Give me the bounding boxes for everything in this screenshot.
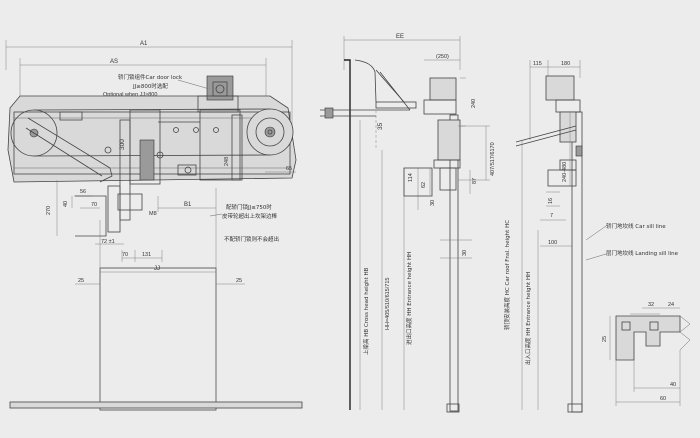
- dim-ee: EE: [396, 34, 404, 40]
- dim-32: 32: [648, 302, 654, 308]
- dim-407: 407/517/6170: [490, 142, 496, 176]
- dim-as: AS: [110, 59, 118, 65]
- dim-240-480: 240-480: [562, 162, 568, 182]
- side-view: EE (250) 240 35 上梁高 HB Cross head height…: [320, 34, 496, 413]
- dim-248: 248: [224, 157, 230, 166]
- dim-72: 72 ±1: [101, 239, 115, 245]
- dim-40: 40: [63, 201, 69, 207]
- entrance-label: 进出口高度 HH Entrance height HH: [405, 252, 413, 345]
- hh-values: HH=405/510/615/715: [385, 278, 391, 330]
- dim-25-profile: 25: [602, 336, 608, 342]
- dim-jj: JJ: [154, 266, 160, 272]
- jj-note-3: 不配轿门锁则不会超出: [224, 235, 279, 243]
- hb-label: 上梁高 HB Cross head height HB: [362, 267, 370, 355]
- jj-note-2: 皮带轮超出上坎架边棒: [222, 212, 278, 220]
- dim-270: 270: [46, 206, 52, 215]
- dim-62: 62: [421, 182, 427, 188]
- dim-a1: A1: [140, 41, 148, 47]
- car-door-lock-label: 轿门锁组件Car door lock: [118, 73, 183, 81]
- jj-option-label: JJ≥800时选配: [132, 82, 168, 90]
- dim-115: 115: [533, 61, 542, 67]
- dim-56: 56: [80, 189, 86, 195]
- dim-100: 100: [548, 240, 557, 246]
- jj-note-1: 配轿门锁JJ≤750时: [226, 203, 272, 211]
- dim-m8: M8: [149, 211, 157, 217]
- optional-label: Optional when JJ≥800: [103, 92, 157, 98]
- dim-70-left: 70: [91, 202, 97, 208]
- dim-25-right: 25: [236, 278, 242, 284]
- dim-60-profile: 60: [660, 396, 666, 402]
- front-view: A1 AS 轿门锁组件Car door lock JJ≥800时选配 Optio…: [5, 40, 303, 411]
- landing-sill-line-label: 层门地坎线 Landing sill line: [606, 249, 679, 257]
- dim-131: 131: [142, 252, 151, 258]
- dim-114: 114: [408, 173, 414, 182]
- dim-87: 87: [472, 178, 478, 184]
- dim-300: 300: [119, 139, 126, 150]
- profile-view: 32 24 25 40 60: [602, 302, 691, 406]
- car-sill-line-label: 轿门地坎线 Car sill line: [606, 222, 666, 230]
- dim-180: 180: [561, 61, 570, 67]
- dim-35: 35: [377, 122, 384, 130]
- sill-view: 115 180 240-480 轿顶安装高度 HC Car roof Fnsl.…: [503, 60, 679, 413]
- hc-label: 轿顶安装高度 HC Car roof Fnsl. height HC: [503, 220, 511, 330]
- dim-250: (250): [436, 54, 449, 60]
- dim-25-left: 25: [78, 278, 84, 284]
- dim-b1: B1: [184, 202, 192, 208]
- hh-label: 出入口高度 HH Entrance height HH: [524, 272, 532, 365]
- dim-30-b: 30: [462, 250, 468, 256]
- dim-70-bottom: 70: [122, 252, 128, 258]
- dim-16: 16: [548, 198, 554, 204]
- dim-65: 65: [286, 166, 292, 172]
- dim-30-a: 30: [430, 200, 436, 206]
- dim-240: 240: [471, 99, 477, 108]
- dim-40-profile: 40: [670, 382, 676, 388]
- dim-7: 7: [550, 213, 553, 219]
- dim-24: 24: [668, 302, 674, 308]
